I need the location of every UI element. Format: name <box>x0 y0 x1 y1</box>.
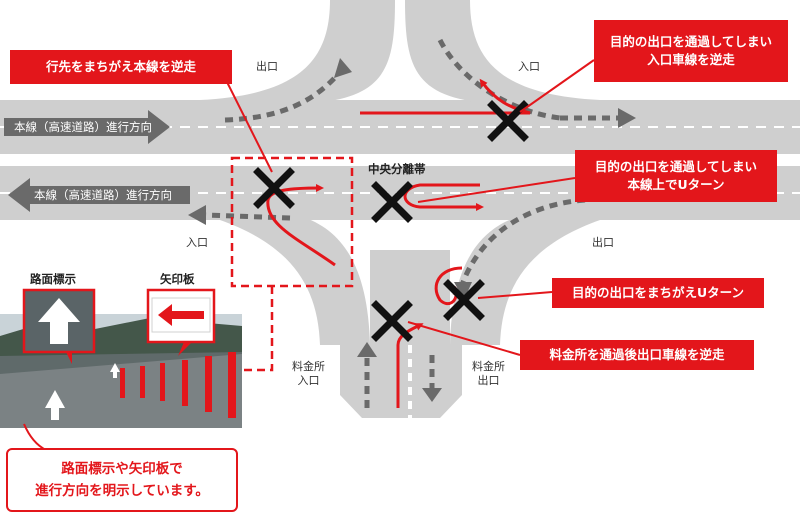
wrong-way-entrance-path <box>360 78 531 115</box>
photo-road-marking-title: 路面標示 <box>30 272 76 286</box>
pointer-wrong-way-main <box>224 77 273 173</box>
toll-up-flow-arrowhead <box>357 342 377 357</box>
callout-wrong-exit-uturn: 目的の出口をまちがえUターン <box>552 278 764 308</box>
lower-lane-label: 本線（高速道路）進行方向 <box>34 188 172 202</box>
photo-road-marking-arrow-far <box>110 363 120 378</box>
label-toll-entrance-line2: 入口 <box>297 374 320 387</box>
callout-toll-exit-wrongway-text: 料金所を通過後出口車線を逆走 <box>549 347 725 362</box>
upper-lane-label: 本線（高速道路）進行方向 <box>14 120 152 134</box>
bottom-exit-flow-arrow <box>459 197 586 286</box>
lower-lane-arrow <box>8 178 190 212</box>
label-entrance-top: 入口 <box>518 60 540 73</box>
photo-bollards <box>120 352 236 418</box>
photo-road-marking-arrow <box>45 390 65 420</box>
pointer-wrong-exit-uturn <box>477 291 553 299</box>
highlight-area <box>230 156 354 372</box>
x-marks <box>253 100 529 342</box>
pointer-passed-exit-entrance <box>519 59 595 113</box>
lower-left-flow-arrowhead <box>188 205 206 225</box>
callout-passed-exit-uturn: 目的の出口を通過してしまい 本線上でUターン <box>575 150 777 202</box>
label-median: 中央分離帯 <box>368 162 426 176</box>
callout-toll-exit-wrongway: 料金所を通過後出口車線を逆走 <box>520 340 754 370</box>
x-mark-main <box>253 167 295 209</box>
label-exit-top: 出口 <box>256 60 278 73</box>
label-toll-exit-line1: 料金所 <box>472 360 505 373</box>
top-exit-ramp <box>200 0 395 104</box>
label-toll-entrance: 料金所 入口 <box>292 360 325 388</box>
lane-direction-arrows <box>4 110 190 212</box>
callout-wrong-way-main-text: 行先をまちがえ本線を逆走 <box>45 59 196 74</box>
toll-down-flow-arrowhead <box>422 388 442 402</box>
bottom-right-ramp <box>450 216 600 345</box>
bottom-left-ramp <box>220 216 370 345</box>
arrow-board-pointer <box>178 342 192 356</box>
median-uturn-path <box>403 183 484 211</box>
pointer-toll-exit-wrongway <box>407 321 521 356</box>
road-marking-pointer <box>66 352 72 364</box>
x-mark-toll <box>371 300 413 342</box>
callout-pointers <box>224 59 595 356</box>
label-exit-bottom: 出口 <box>592 236 614 249</box>
lower-left-flow-arrow <box>204 212 291 221</box>
highlight-box <box>230 156 354 288</box>
photo <box>0 288 242 428</box>
note-box: 路面標示や矢印板で 進行方向を明示しています。 <box>6 448 238 512</box>
x-mark-exit <box>443 279 485 321</box>
wrong-way-main-path <box>266 184 336 267</box>
highlight-connector <box>238 286 274 372</box>
callout-passed-exit-entrance-line1: 目的の出口を通過してしまい <box>609 34 773 49</box>
arrow-board-arrow <box>158 304 204 326</box>
upper-lane-arrow <box>4 110 170 144</box>
label-toll-entrance-line1: 料金所 <box>292 360 325 373</box>
main-flow-arrowhead <box>618 108 636 128</box>
callout-passed-exit-uturn-line2: 本線上でUターン <box>627 177 725 192</box>
note-line2: 進行方向を明示しています。 <box>35 483 209 499</box>
callout-passed-exit-entrance: 目的の出口を通過してしまい 入口車線を逆走 <box>594 20 788 82</box>
label-toll-exit-line2: 出口 <box>477 374 500 387</box>
pointer-passed-exit-uturn <box>417 177 576 203</box>
exit-flow-arrowhead <box>334 58 352 78</box>
callout-passed-exit-uturn-line1: 目的の出口を通過してしまい <box>594 159 758 174</box>
note-line1: 路面標示や矢印板で <box>61 461 183 477</box>
callout-wrong-exit-uturn-text: 目的の出口をまちがえUターン <box>571 285 745 300</box>
top-entrance-ramp <box>405 0 600 104</box>
exit-uturn-path <box>434 266 463 306</box>
callout-wrong-way-main: 行先をまちがえ本線を逆走 <box>10 50 232 84</box>
label-entrance-bottom: 入口 <box>186 236 208 249</box>
x-mark-entrance <box>487 100 529 142</box>
road-marking-arrow <box>38 298 80 344</box>
photo-arrow-board-title: 矢印板 <box>160 272 195 286</box>
callout-passed-exit-entrance-line2: 入口車線を逆走 <box>647 52 735 67</box>
label-toll-exit: 料金所 出口 <box>472 360 505 388</box>
x-mark-median <box>371 181 413 223</box>
